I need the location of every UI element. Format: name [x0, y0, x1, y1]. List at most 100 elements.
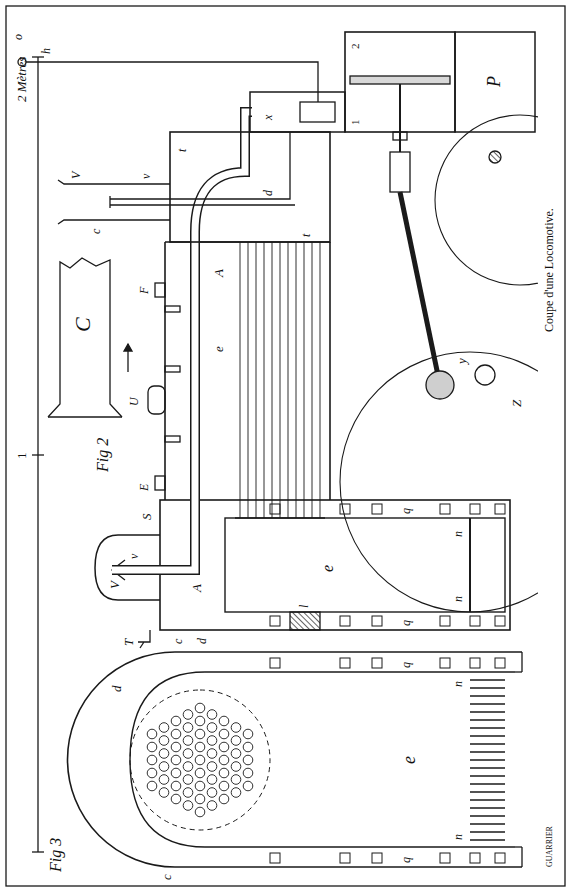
tube-end [231, 723, 241, 733]
grate-bar [470, 711, 505, 712]
tube-end [243, 742, 253, 752]
part-letter: C [72, 317, 94, 332]
tube-end [207, 749, 217, 759]
scale-bar [32, 57, 44, 852]
figure-label: 2 Mètres [15, 57, 28, 102]
figure-label: GUARRIER [546, 826, 554, 867]
line-work [109, 196, 110, 208]
stay [340, 504, 350, 514]
line-work [340, 352, 538, 612]
grate-bar [470, 815, 505, 816]
part-letter: S [140, 514, 153, 521]
tube-end [195, 716, 205, 726]
tube-end [183, 788, 193, 798]
tube-end [195, 703, 205, 713]
tube-end [147, 755, 157, 765]
part-letter: T [122, 639, 135, 646]
stay [440, 616, 450, 626]
line-work [426, 371, 454, 399]
tube-end [171, 781, 181, 791]
tube-end [207, 788, 217, 798]
tube-end [159, 762, 169, 772]
tube-end [243, 755, 253, 765]
grate-bar [470, 727, 505, 728]
tube-end [231, 736, 241, 746]
tube-end [183, 762, 193, 772]
tube [240, 242, 241, 518]
tube-end [171, 742, 181, 752]
stay [340, 853, 350, 863]
stay [495, 853, 505, 863]
part-letter: v [128, 554, 140, 559]
part-letter: U [128, 397, 140, 406]
tube-end [207, 723, 217, 733]
line-work [290, 612, 320, 630]
part-letter: A [190, 584, 203, 592]
part-letter: v [140, 174, 152, 179]
caption: Coupe d'une Locomotive. [543, 208, 555, 332]
grate-bar [470, 831, 505, 832]
tube-end [159, 736, 169, 746]
part-letter: d [196, 638, 208, 644]
line-work [130, 690, 270, 830]
line-work [124, 344, 132, 351]
tube [272, 242, 273, 518]
line-work [399, 84, 401, 152]
grate-bar [470, 783, 505, 784]
part-letter: c [160, 874, 173, 880]
grate-bar [470, 695, 505, 696]
grate-bar [470, 759, 505, 760]
part-letter: x [262, 115, 274, 120]
tube-end [219, 768, 229, 778]
line-work [225, 518, 505, 612]
part-letter: e [212, 346, 225, 352]
stay [495, 616, 505, 626]
figure-label: Fig 2 [95, 438, 111, 472]
tube-end [207, 775, 217, 785]
line-work [455, 32, 535, 132]
line-work [489, 151, 501, 163]
line-work [350, 76, 450, 84]
grate-bar [470, 775, 505, 776]
tube-end [159, 749, 169, 759]
part-letter: 1 [350, 120, 361, 126]
part-letter: Z [510, 400, 523, 407]
stay [372, 616, 382, 626]
tube-end [231, 788, 241, 798]
figure-label: Fig 3 [48, 838, 64, 872]
line-work [112, 112, 252, 570]
grate-bar [470, 679, 505, 680]
part-letter: V [70, 172, 82, 179]
line-work [48, 258, 122, 417]
stay [470, 658, 480, 668]
part-letter: n [452, 596, 464, 602]
part-letter: n [452, 834, 464, 840]
part-letter: o [12, 34, 24, 40]
line-work [270, 504, 505, 863]
line-work [515, 671, 522, 672]
wheels [340, 115, 538, 612]
stay [270, 504, 280, 514]
line-work [469, 518, 471, 612]
plate-frame [6, 6, 565, 886]
tube-end [195, 781, 205, 791]
line-work [32, 454, 44, 455]
tube-end [171, 768, 181, 778]
tube-end [243, 729, 253, 739]
line-work [515, 846, 522, 847]
tube-end [207, 762, 217, 772]
line-work [165, 306, 180, 312]
part-letter: 2 [350, 44, 361, 50]
line-work [400, 192, 440, 385]
stay [470, 853, 480, 863]
part-letter: V [108, 581, 121, 589]
tube-end [171, 755, 181, 765]
tube-end [195, 768, 205, 778]
grate-bar [470, 751, 505, 752]
tube-end [183, 801, 193, 811]
tube-end [171, 794, 181, 804]
stay [340, 616, 350, 626]
tube-end [207, 710, 217, 720]
line-work [521, 847, 522, 867]
